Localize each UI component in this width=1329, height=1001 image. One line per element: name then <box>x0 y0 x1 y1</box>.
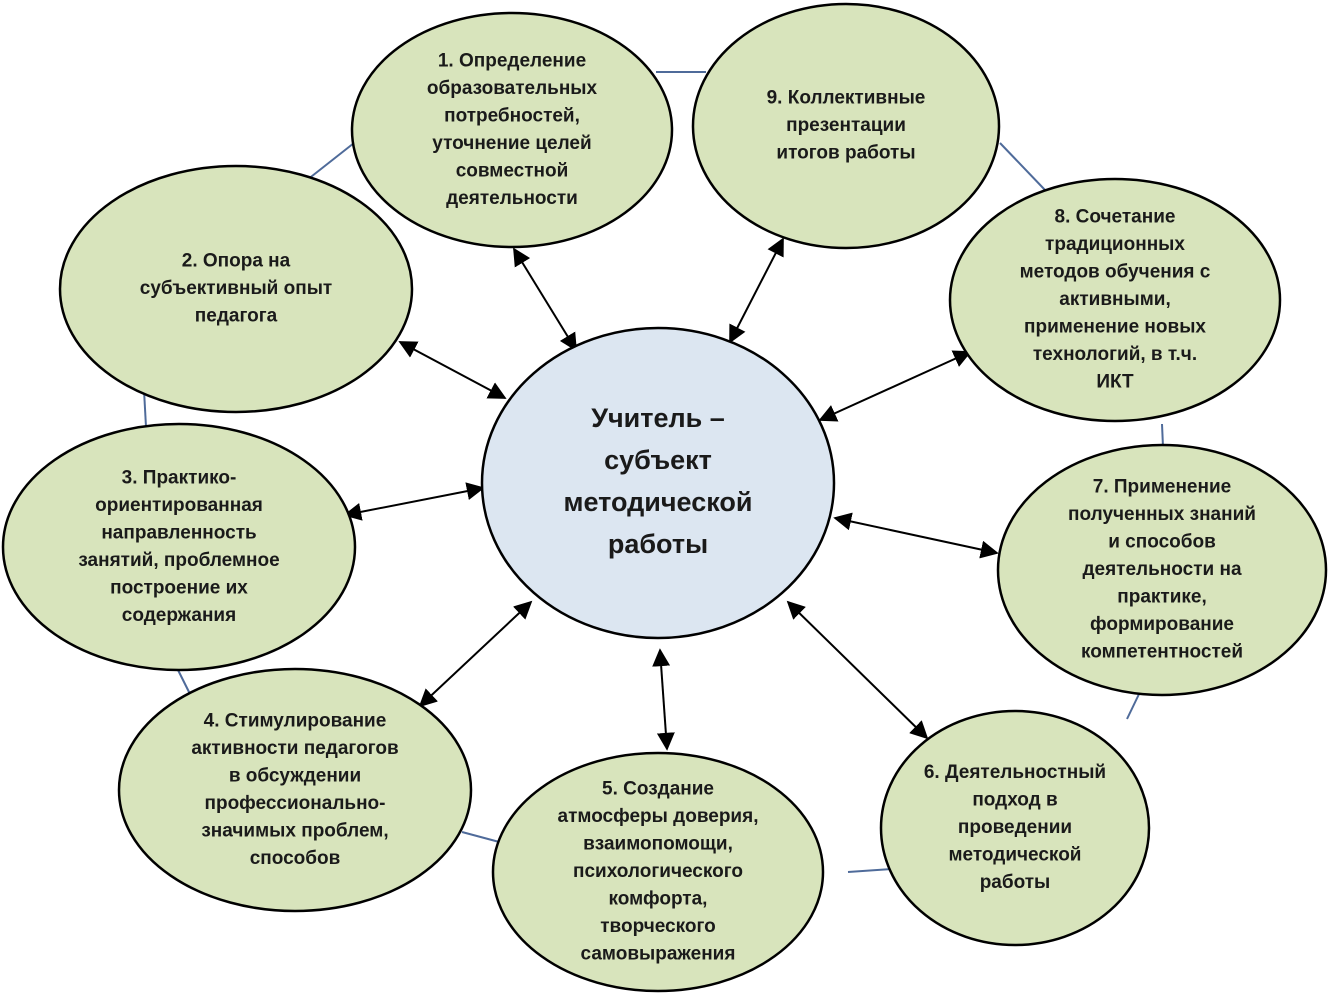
outer-ring-connectors <box>143 71 1164 873</box>
center-node: Учитель – субъект методической работы <box>480 326 836 640</box>
node-9-text-line: презентации <box>786 115 906 136</box>
center-arrows <box>343 237 999 751</box>
node-8: 8. Сочетание традиционных методов обучения… <box>948 177 1282 423</box>
ring-connector-7 <box>461 831 504 844</box>
node-3-text-line: содержания <box>122 605 236 626</box>
center-node-ellipse <box>480 326 836 640</box>
node-1-text-line: потребностей, <box>444 105 580 126</box>
node-8-text-line: ИКТ <box>1096 372 1134 393</box>
bidirectional-arrow-5 <box>343 482 485 521</box>
bidirectional-arrow-4 <box>818 350 972 422</box>
node-8-text-line: 8. Сочетание <box>1055 207 1176 228</box>
node-5-text-line: взаимопомощи, <box>583 834 733 855</box>
node-9-text-line: 9. Коллективные <box>767 88 926 109</box>
ring-connector-1 <box>306 142 355 181</box>
ring-connector-3 <box>999 142 1046 191</box>
node-2-text-line: 2. Опора на <box>182 251 291 272</box>
node-7-text-line: формирование <box>1090 614 1234 635</box>
node-7-text-line: 7. Применение <box>1093 477 1231 498</box>
node-7-text-line: деятельности на <box>1082 559 1241 580</box>
node-5-text-line: 5. Создание <box>602 779 714 800</box>
node-5-text-line: психологического <box>573 861 743 882</box>
node-4-ellipse <box>117 667 473 913</box>
bidirectional-arrow-3 <box>398 341 507 399</box>
node-5-text-line: атмосферы доверия, <box>558 806 759 827</box>
node-3-text-line: занятий, проблемное <box>78 550 279 571</box>
node-3-text-line: 3. Практико- <box>122 467 237 488</box>
bidirectional-arrow-7 <box>418 600 533 708</box>
node-5-text-line: комфорта, <box>609 889 708 910</box>
node-5-text-line: самовыражения <box>581 944 736 965</box>
node-1-text-line: уточнение целей <box>432 133 591 154</box>
node-1-text-line: совместной <box>456 160 569 181</box>
node-8-ellipse <box>948 177 1282 423</box>
node-4: 4. Стимулирование активности педагогов в о… <box>117 667 473 913</box>
ring-connector-8 <box>177 669 191 695</box>
node-8-text-line: активными, <box>1059 289 1170 310</box>
center-node-text-line: методической <box>564 487 753 517</box>
node-7-ellipse <box>996 443 1328 697</box>
node-6-text-line: методической <box>949 845 1082 866</box>
node-1-text-line: деятельности <box>446 188 578 209</box>
node-6: 6. Деятельностный подход в проведении метод… <box>879 709 1151 947</box>
node-9-ellipse <box>691 2 1001 250</box>
node-8-text-line: традиционных <box>1045 234 1185 255</box>
node-6-text-line: проведении <box>958 817 1072 838</box>
node-7: 7. Применение полученных знаний и способов… <box>996 443 1328 697</box>
node-6-text-line: подход в <box>972 790 1057 811</box>
node-6-text-line: работы <box>980 872 1051 893</box>
bidirectional-arrow-9 <box>786 600 929 740</box>
node-8-text-line: методов обучения с <box>1020 262 1211 283</box>
node-3-text-line: построение их <box>110 577 248 598</box>
node-4-text-line: 4. Стимулирование <box>204 710 387 731</box>
node-4-text-line: значимых проблем, <box>201 820 388 841</box>
node-7-text-line: практике, <box>1117 587 1207 608</box>
node-2-ellipse <box>58 164 414 414</box>
node-1: 1. Определение образовательных потребносте… <box>350 11 674 249</box>
bidirectional-arrow-6 <box>833 512 999 559</box>
node-4-text-line: активности педагогов <box>191 738 398 759</box>
bidirectional-arrow-2 <box>729 237 784 344</box>
node-4-text-line: способов <box>250 848 341 869</box>
ring-connector-6 <box>847 868 892 873</box>
node-5: 5. Создание атмосферы доверия, взаимопомощ… <box>491 751 825 993</box>
center-node-text-line: Учитель – <box>591 403 725 433</box>
ring-connector-9 <box>143 389 147 428</box>
node-6-ellipse <box>879 709 1151 947</box>
node-4-text-line: профессионально- <box>204 793 385 814</box>
node-9: 9. Коллективные презентации итогов работы <box>691 2 1001 250</box>
ring-connector-4 <box>1161 423 1164 448</box>
node-8-text-line: применение новых <box>1024 317 1206 338</box>
node-3-text-line: направленность <box>101 522 256 543</box>
node-2-text-line: субъективный опыт <box>140 278 333 299</box>
node-4-text-line: в обсуждении <box>229 765 361 786</box>
bidirectional-arrow-8 <box>652 648 675 751</box>
node-1-text-line: образовательных <box>427 78 598 99</box>
node-3-text-line: ориентированная <box>95 495 263 516</box>
center-node-text-line: работы <box>608 529 708 559</box>
node-3-ellipse <box>1 422 357 672</box>
node-7-text-line: компетентностей <box>1081 642 1243 663</box>
node-7-text-line: полученных знаний <box>1068 504 1256 525</box>
node-5-text-line: творческого <box>600 916 716 937</box>
node-1-text-line: 1. Определение <box>438 50 586 71</box>
bidirectional-arrow-1 <box>513 247 577 352</box>
ring-connector-5 <box>1126 691 1141 720</box>
node-8-text-line: технологий, в т.ч. <box>1033 344 1197 365</box>
center-node-text-line: субъект <box>604 445 712 475</box>
node-1-ellipse <box>350 11 674 249</box>
node-3: 3. Практико-ориентированная направленност… <box>1 422 357 672</box>
node-2: 2. Опора на субъективный опыт педагога <box>58 164 414 414</box>
node-2-text-line: педагога <box>195 306 278 327</box>
node-7-text-line: и способов <box>1108 532 1216 553</box>
node-5-ellipse <box>491 751 825 993</box>
node-6-text-line: 6. Деятельностный <box>924 762 1106 783</box>
node-9-text-line: итогов работы <box>776 143 915 164</box>
